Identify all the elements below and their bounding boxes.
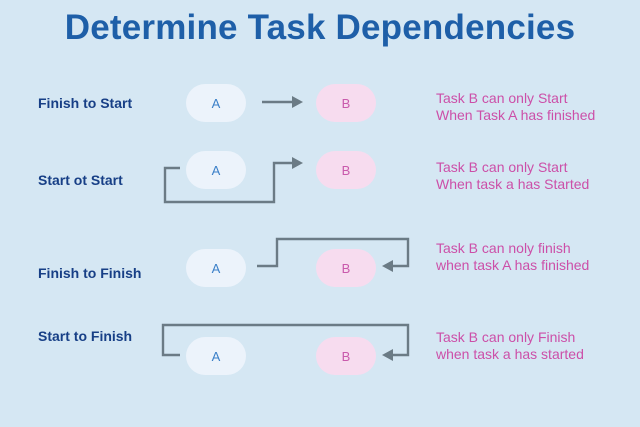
dependency-description: Task B can only Start When task a has St…: [436, 159, 589, 193]
task-a-label: A: [211, 260, 221, 276]
arrow-left-icon: [382, 349, 393, 361]
dependency-description: Task B can only Start When Task A has fi…: [436, 90, 595, 124]
dependency-label-start-to-start: Start ot Start: [38, 172, 123, 188]
description-line: when task a has started: [436, 346, 584, 362]
description-line: When task a has Started: [436, 176, 590, 192]
connector-line: [257, 237, 410, 268]
description-line: Task B can only Finish: [436, 329, 576, 345]
connector-line: [163, 161, 294, 204]
description-line: Task B can noly finish: [436, 240, 571, 256]
task-b-node: B: [316, 337, 376, 375]
page-title: Determine Task Dependencies: [64, 8, 576, 47]
task-a-node: A: [186, 337, 246, 375]
description-line: When Task A has finished: [436, 107, 596, 123]
description-line: Task B can only Start: [436, 159, 568, 175]
dependency-description: Task B can noly finish when task A has f…: [436, 240, 589, 274]
start-to-finish-connector: [161, 323, 410, 361]
task-a-label: A: [211, 162, 221, 178]
task-b-node: B: [316, 84, 376, 122]
description-line: Task B can only Start: [436, 90, 568, 106]
arrow-right-icon: [292, 157, 303, 169]
task-b-label: B: [341, 260, 351, 276]
description-line: when task A has finished: [436, 257, 590, 273]
task-b-label: B: [341, 348, 351, 364]
task-b-node: B: [316, 249, 376, 287]
task-a-node: A: [186, 151, 246, 189]
task-a-label: A: [211, 95, 221, 111]
task-b-node: B: [316, 151, 376, 189]
arrow-right-icon: [292, 96, 303, 108]
dependency-label-finish-to-finish: Finish to Finish: [38, 265, 142, 281]
dependency-description: Task B can only Finish when task a has s…: [436, 329, 584, 363]
dependency-label-start-to-finish: Start to Finish: [38, 328, 133, 344]
connector-line: [161, 323, 410, 357]
task-a-node: A: [186, 84, 246, 122]
task-a-node: A: [186, 249, 246, 287]
dependency-label-finish-to-start: Finish to Start: [38, 95, 133, 111]
arrow-left-icon: [382, 260, 393, 272]
task-b-label: B: [341, 95, 351, 111]
finish-to-finish-connector: [257, 237, 410, 272]
start-to-start-connector: [163, 157, 303, 204]
task-a-label: A: [211, 348, 221, 364]
finish-to-start-connector: [262, 96, 303, 108]
task-b-label: B: [341, 162, 351, 178]
